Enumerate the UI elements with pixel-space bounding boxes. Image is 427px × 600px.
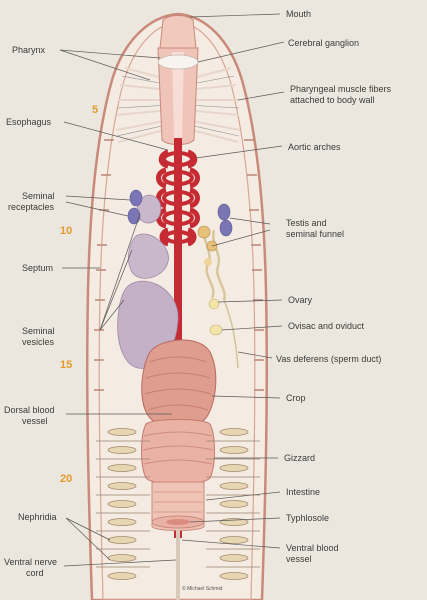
label-ventral-nerve-1: Ventral nerve bbox=[4, 557, 57, 567]
dorsal-blood-vessel bbox=[156, 138, 200, 538]
label-aortic-arches: Aortic arches bbox=[288, 142, 341, 152]
ventral-nerve-cord-strand bbox=[176, 530, 180, 600]
label-seminal-vesicles-2: vesicles bbox=[22, 337, 55, 347]
label-gizzard: Gizzard bbox=[284, 453, 315, 463]
segment-numbers: 5 10 15 20 bbox=[60, 104, 98, 485]
label-cerebral-ganglion: Cerebral ganglion bbox=[288, 38, 359, 48]
label-pharynx: Pharynx bbox=[12, 45, 46, 55]
typhlosole bbox=[166, 519, 190, 525]
label-seminal-vesicles-1: Seminal bbox=[22, 326, 55, 336]
label-typhlosole: Typhlosole bbox=[286, 513, 329, 523]
label-dorsal-vessel-2: vessel bbox=[22, 416, 48, 426]
label-intestine: Intestine bbox=[286, 487, 320, 497]
label-seminal-receptacles-2: receptacles bbox=[8, 202, 55, 212]
segment-number-15: 15 bbox=[60, 359, 72, 371]
label-ventral-vessel-1: Ventral blood bbox=[286, 543, 339, 553]
label-mouth: Mouth bbox=[286, 9, 311, 19]
label-crop: Crop bbox=[286, 393, 306, 403]
label-seminal-receptacles-1: Seminal bbox=[22, 191, 55, 201]
segment-number-5: 5 bbox=[92, 104, 98, 116]
label-testis-1: Testis and bbox=[286, 218, 327, 228]
segment-number-20: 20 bbox=[60, 473, 72, 485]
credit-text: © Michael Schmid bbox=[182, 585, 223, 592]
seminal-receptacles bbox=[127, 189, 233, 237]
gizzard-organ bbox=[141, 419, 215, 485]
leader-lines bbox=[59, 13, 285, 567]
label-pharyngeal-muscle-2: attached to body wall bbox=[290, 95, 375, 105]
reproductive-ducts bbox=[197, 225, 239, 369]
label-ventral-nerve-2: cord bbox=[26, 568, 44, 578]
crop-organ bbox=[141, 339, 217, 428]
label-ovary: Ovary bbox=[288, 295, 313, 305]
label-dorsal-vessel-1: Dorsal blood bbox=[4, 405, 55, 415]
intestine-organ bbox=[151, 481, 205, 531]
label-pharyngeal-muscle-1: Pharyngeal muscle fibers bbox=[290, 84, 392, 94]
segment-number-10: 10 bbox=[60, 225, 72, 237]
septa-ticks bbox=[94, 139, 264, 391]
label-vas-deferens: Vas deferens (sperm duct) bbox=[276, 354, 381, 364]
pharynx-organ bbox=[157, 15, 199, 145]
label-esophagus: Esophagus bbox=[6, 117, 52, 127]
label-ventral-vessel-2: vessel bbox=[286, 554, 312, 564]
label-septum: Septum bbox=[22, 263, 53, 273]
label-nephridia: Nephridia bbox=[18, 512, 57, 522]
labels: Mouth Pharynx Cerebral ganglion Pharynge… bbox=[4, 9, 392, 578]
cerebral-ganglion bbox=[157, 54, 199, 70]
nephridia bbox=[107, 428, 249, 580]
label-testis-2: seminal funnel bbox=[286, 229, 344, 239]
label-oviduct: Ovisac and oviduct bbox=[288, 321, 365, 331]
